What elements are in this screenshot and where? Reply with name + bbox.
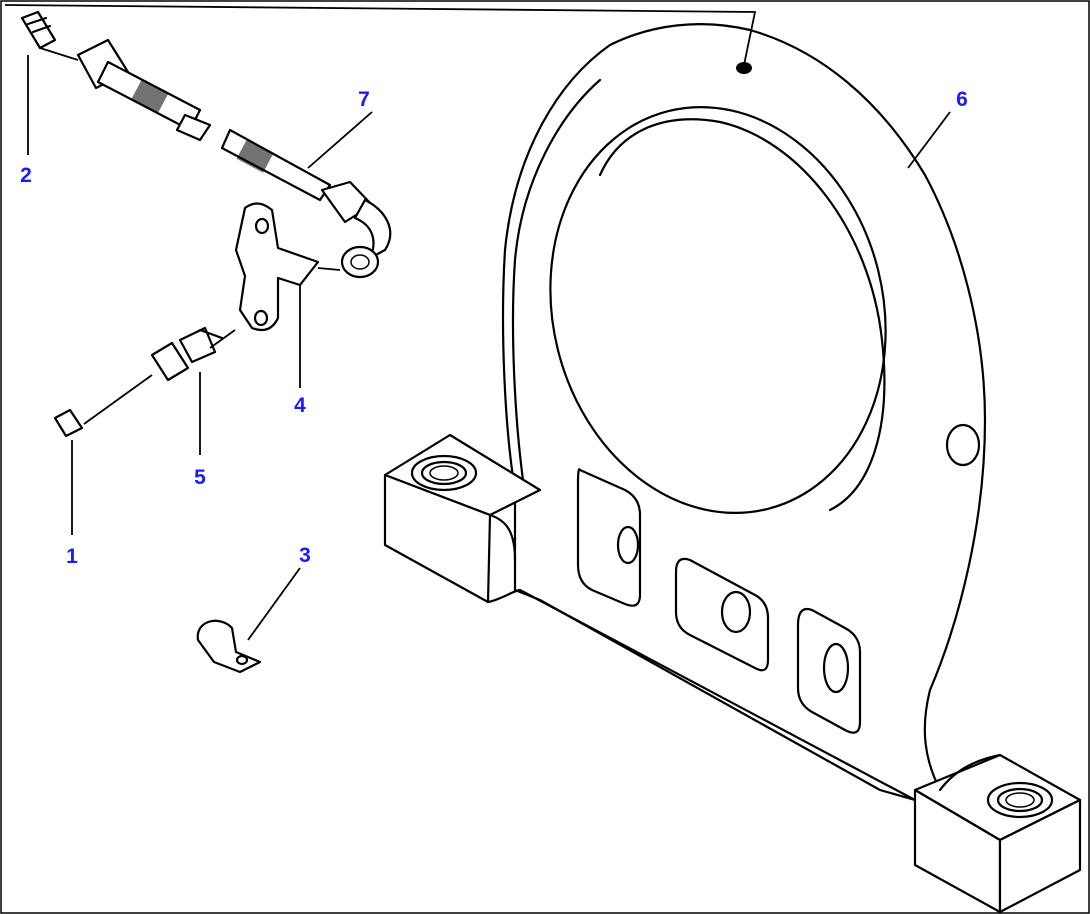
- mounting-bracket: [234, 202, 320, 332]
- callout-label-2: 2: [20, 164, 32, 187]
- grease-fitting: [20, 10, 57, 50]
- callout-label-3: 3: [299, 544, 311, 567]
- bracket-housing: [383, 23, 1082, 914]
- callout-label-1: 1: [66, 545, 78, 568]
- callout-label-4: 4: [294, 394, 306, 417]
- leader-lines: [4, 4, 951, 641]
- callout-label-7: 7: [358, 88, 370, 111]
- callout-label-6: 6: [956, 88, 968, 111]
- hose-clip: [196, 619, 262, 674]
- pipe-plug: [53, 408, 84, 438]
- callout-label-5: 5: [194, 466, 206, 489]
- adapter-fitting: [150, 326, 224, 382]
- grease-hose-assembly: [76, 38, 392, 279]
